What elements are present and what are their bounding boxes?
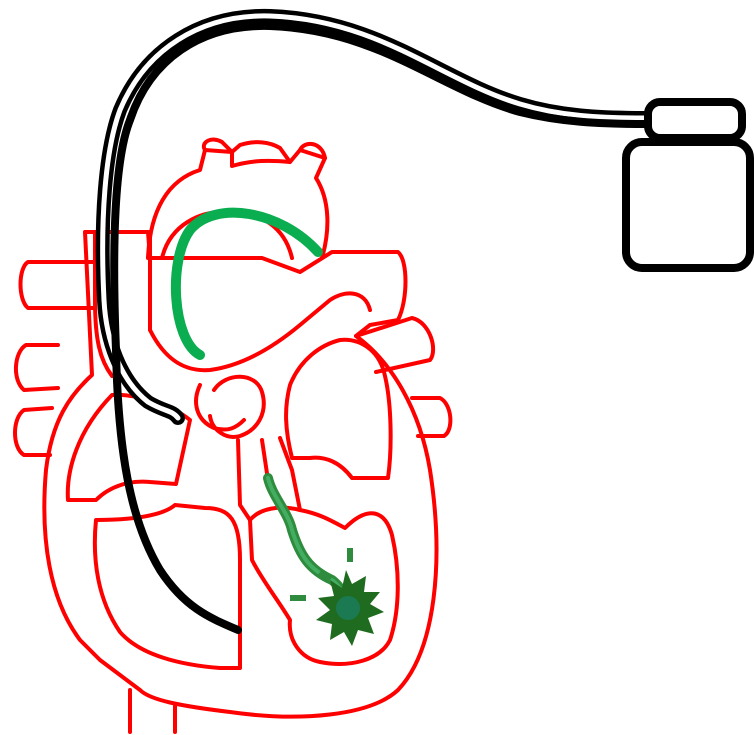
spark-core [336,596,360,620]
lead-upper-wire-gap [103,16,645,418]
pathway-green [176,213,346,605]
pathway-upper-arc [176,213,318,355]
heart-outline-icon [15,140,450,732]
left-atrium [286,340,391,478]
left-ventricle [250,508,398,664]
left-carotid-branch [232,142,290,162]
pulmonary-vein-middle [16,345,58,390]
lead-upper-wire [103,16,645,418]
pacemaker-header [648,102,742,138]
pacemaker-icon [626,102,750,268]
pulmonary-vein-lower [15,408,52,455]
pacemaker-can [626,142,750,268]
pulmonary-vein-upper [21,262,96,308]
interatrial-septum [196,385,244,430]
pulmonary-artery-lower [412,398,450,436]
